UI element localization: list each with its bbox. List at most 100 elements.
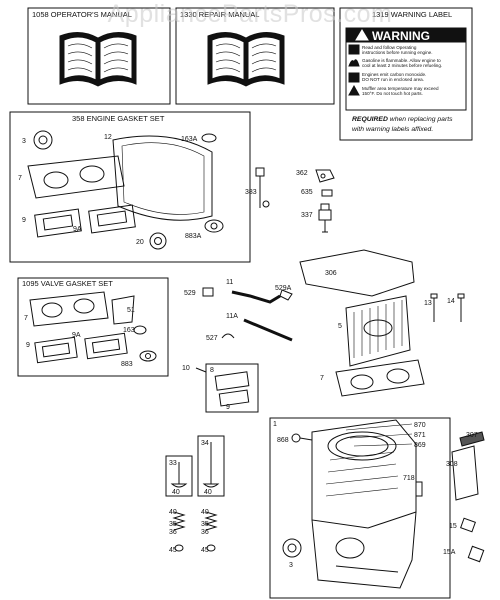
part-306-shroud[interactable] <box>299 249 415 297</box>
repair-manual-box[interactable] <box>175 7 335 105</box>
label-11: 11 <box>226 279 233 286</box>
valve-label-163: 163 <box>123 327 135 334</box>
right-label-45: 45 <box>201 547 209 554</box>
part-383-stud[interactable] <box>255 167 270 208</box>
label-870: 870 <box>414 422 426 429</box>
valve-label-9: 9 <box>26 342 30 349</box>
warning-required-line: REQUIRED when replacing parts <box>352 116 453 123</box>
part-14-bolt[interactable] <box>457 293 465 322</box>
label-163a: 163A <box>181 136 198 143</box>
valve-set-part-9a-gasket[interactable] <box>84 332 128 360</box>
part-635-nut[interactable] <box>321 189 333 197</box>
left-label-40: 40 <box>169 509 177 516</box>
repair-manual-title: 1330 REPAIR MANUAL <box>180 10 259 19</box>
part-11-breather-tube[interactable] <box>231 290 281 304</box>
part-883a-gasket[interactable] <box>204 219 224 233</box>
part-8-box[interactable] <box>205 363 259 413</box>
part-163a-gasket[interactable] <box>201 133 217 143</box>
left-label-45: 45 <box>169 547 177 554</box>
co-warning-icon <box>348 72 360 83</box>
part-33-valve-box[interactable] <box>165 455 193 497</box>
box-34-label: 34 <box>201 440 209 447</box>
right-part-45-valve-retainer[interactable] <box>206 544 216 552</box>
part-1-cylinder-block <box>311 419 417 589</box>
part-868-screw[interactable] <box>291 433 313 443</box>
part-529a-grommet[interactable] <box>279 289 293 301</box>
valve-label-7: 7 <box>24 315 28 322</box>
part-13-bolt[interactable] <box>430 293 438 322</box>
operators-manual-box[interactable] <box>27 7 171 105</box>
label-13: 13 <box>424 300 432 307</box>
part-529-grommet[interactable] <box>202 287 214 297</box>
part-5-cylinder-head[interactable] <box>345 295 411 367</box>
box-33-valve-40-label: 40 <box>172 489 180 496</box>
label-3: 3 <box>22 138 26 145</box>
label-337: 337 <box>301 212 313 219</box>
label-15a: 15A <box>443 549 456 556</box>
operators-manual-title: 1058 OPERATOR'S MANUAL <box>32 10 132 19</box>
part-527-clamp[interactable] <box>221 333 235 339</box>
valve-gasket-set-title: 1095 VALVE GASKET SET <box>22 279 113 288</box>
part-20-seal[interactable] <box>149 232 167 250</box>
part-308-cover[interactable] <box>451 445 479 501</box>
right-part-36-valve-spring[interactable] <box>204 511 218 531</box>
head-part-7-gasket[interactable] <box>335 359 425 397</box>
warning-line-8: 150°F. Do not touch hot parts. <box>362 91 423 96</box>
warning-title-bar <box>345 27 467 43</box>
head-label-7: 7 <box>320 375 324 382</box>
valve-label-51: 51 <box>127 307 135 314</box>
warning-line-2: instructions before running engine. <box>362 50 432 55</box>
label-11a: 11A <box>226 313 238 320</box>
part-34-valve-box[interactable] <box>197 435 225 497</box>
part-45-valve-retainer[interactable] <box>174 544 184 552</box>
label-9a: 9A <box>73 226 82 233</box>
engine-gasket-set-box[interactable] <box>9 111 251 263</box>
label-529: 529 <box>184 290 196 297</box>
valve-set-part-7-head-gasket[interactable] <box>29 291 109 327</box>
part-9-gasket[interactable] <box>34 208 82 238</box>
part-7-cylinder-head-gasket[interactable] <box>27 155 125 199</box>
label-15: 15 <box>449 523 457 530</box>
warning-label-box[interactable] <box>339 7 473 141</box>
valve-set-part-51-gasket[interactable] <box>111 295 135 325</box>
part-362-nut[interactable] <box>315 169 335 183</box>
cylinder-part-3-seal[interactable] <box>282 538 302 558</box>
part-3-oil-seal[interactable] <box>33 130 53 150</box>
valve-set-part-9-gasket[interactable] <box>34 336 78 364</box>
part-8-breather-assembly <box>214 371 250 407</box>
warning-heading: WARNING <box>372 29 430 43</box>
part-11a-tube[interactable] <box>243 318 293 342</box>
warning-line-5: Engines emit carbon monoxide. <box>362 72 426 77</box>
valve-gasket-set-box[interactable] <box>17 277 169 377</box>
part-15-fitting[interactable] <box>460 517 476 533</box>
label-868: 868 <box>277 437 289 444</box>
part-36-valve-spring[interactable] <box>172 511 186 531</box>
part-9a-gasket[interactable] <box>88 204 136 234</box>
label-718: 718 <box>403 475 415 482</box>
warning-line-7: Muffler area temperature may exceed <box>362 86 439 91</box>
label-307: 307 <box>466 432 478 439</box>
hot-surface-icon <box>348 84 360 96</box>
label-871: 871 <box>414 432 426 439</box>
part-15a-fitting[interactable] <box>467 545 485 563</box>
right-label-36: 36 <box>201 529 209 536</box>
label-306: 306 <box>325 270 337 277</box>
box-33-label: 33 <box>169 460 177 467</box>
part-12-crankcase-gasket[interactable] <box>112 135 213 221</box>
part-337-spark-plug[interactable] <box>318 203 332 233</box>
left-label-35: 35 <box>169 521 177 528</box>
valve-set-part-163-gasket[interactable] <box>133 325 147 335</box>
part-718-pin[interactable] <box>415 481 423 497</box>
part-1-cylinder-box[interactable] <box>269 417 451 599</box>
right-label-35: 35 <box>201 521 209 528</box>
label-527: 527 <box>206 335 218 342</box>
part-10-screw[interactable] <box>195 367 207 373</box>
part-307-plate[interactable] <box>459 431 485 447</box>
warning-required-rest: when replacing parts <box>388 116 453 123</box>
label-9: 9 <box>22 217 26 224</box>
operators-manual-book-icon <box>59 32 137 87</box>
valve-set-part-883-gasket[interactable] <box>139 350 157 362</box>
label-7: 7 <box>18 175 22 182</box>
read-manual-icon <box>348 44 360 55</box>
